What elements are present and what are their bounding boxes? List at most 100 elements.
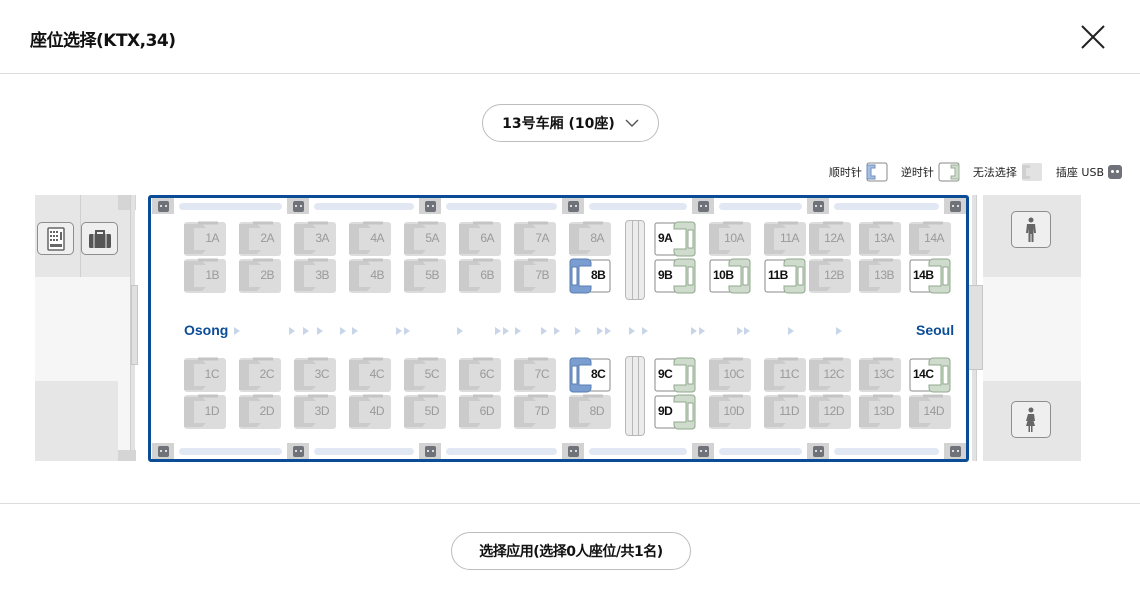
unavailable-seat-icon [294,357,336,392]
seat-label: 5A [425,231,439,245]
seat-label: 11A [780,231,799,245]
usb-outlet [419,198,441,214]
seat-8B[interactable]: 8B [569,258,611,294]
seat-12C: 12C [809,357,851,393]
seat-9C[interactable]: 9C [654,357,696,393]
seat-6D: 6D [459,394,501,430]
window-bar [834,448,939,455]
window-bar [446,203,557,210]
unavailable-seat-icon [809,394,851,429]
luggage-icon [88,229,111,248]
forward-seat-icon [866,162,888,182]
seat-14C[interactable]: 14C [909,357,951,393]
backward-seat-icon [909,258,951,294]
legend-unavailable: 无法选择 [973,162,1043,182]
direction-arrow-icon [234,327,240,335]
seat-label: 7D [534,404,550,418]
direction-arrow-icon [503,327,509,335]
usb-outlet [419,443,441,459]
unavailable-seat-icon [859,357,901,392]
seat-12A: 12A [809,221,851,257]
seat-13B: 13B [859,258,901,294]
seat-14B[interactable]: 14B [909,258,951,294]
window-bar [314,448,414,455]
unavailable-seat-icon [239,394,281,429]
seat-label: 14B [913,268,934,282]
seat-5A: 5A [404,221,446,257]
unavailable-seat-icon [764,394,806,429]
luggage-button[interactable] [81,222,118,255]
direction-arrow-icon [289,327,295,335]
legend-forward: 顺时针 [829,162,888,182]
legend-usb: 插座 USB [1056,164,1122,180]
seat-label: 11C [779,367,799,381]
usb-outlet-icon [424,200,436,212]
usb-outlet-icon [1108,165,1122,179]
origin-station: Osong [184,322,229,338]
direction-arrow-icon [691,327,697,335]
seat-label: 13D [873,404,894,418]
direction-arrow-icon [788,327,794,335]
seat-label: 4D [369,404,385,418]
seat-9A[interactable]: 9A [654,221,696,257]
unavailable-seat-icon [184,394,226,429]
car-selector-dropdown[interactable]: 13号车厢 (10座) [482,104,659,142]
seat-label: 5D [424,404,440,418]
unavailable-seat-icon [239,357,281,392]
usb-outlet-icon [567,200,579,212]
seat-7A: 7A [514,221,556,257]
seat-label: 7A [535,231,549,245]
unavailable-seat-icon [1021,163,1042,181]
seat-10B[interactable]: 10B [709,258,751,294]
window-bar [589,203,687,210]
close-icon [1081,25,1105,49]
direction-arrow-icon [340,327,346,335]
seat-8C[interactable]: 8C [569,357,611,393]
unavailable-seat-icon [459,221,501,256]
usb-outlet-icon [949,200,961,212]
usb-outlet [562,198,584,214]
apply-selection-button[interactable]: 选择应用(选择0人座位/共1名) [451,532,691,570]
usb-outlet [692,443,714,459]
unavailable-seat-icon [709,357,751,392]
vending-machine-button[interactable] [37,222,74,255]
legend-label: 逆时针 [900,166,934,179]
seat-label: 1B [205,268,219,282]
usb-outlet [944,443,966,459]
backward-seat-icon [654,258,696,294]
unavailable-seat-icon [909,221,951,256]
seat-1A: 1A [184,221,226,257]
unavailable-seat-icon [404,258,446,293]
seat-9D[interactable]: 9D [654,394,696,430]
seat-label: 12B [824,268,844,282]
seat-11B[interactable]: 11B [764,258,806,294]
seat-9B[interactable]: 9B [654,258,696,294]
unavailable-seat-icon [514,258,556,293]
usb-outlet-icon [812,445,824,457]
unavailable-seat-icon [294,258,336,293]
unavailable-seat-icon [859,394,901,429]
seat-13C: 13C [859,357,901,393]
seat-label: 4B [370,268,384,282]
direction-arrow-icon [629,327,635,335]
car-selector-label: 13号车厢 (10座) [502,116,615,132]
direction-arrow-icon [303,327,309,335]
male-restroom-button[interactable] [1011,211,1051,248]
seat-label: 2C [259,367,275,381]
seat-label: 10C [723,367,744,381]
close-button[interactable] [1080,24,1106,50]
unavailable-seat-icon [349,221,391,256]
seat-5B: 5B [404,258,446,294]
seat-label: 3A [315,231,329,245]
female-restroom-button[interactable] [1011,401,1051,438]
unavailable-seat-icon [349,394,391,429]
usb-outlet-icon [949,445,961,457]
unavailable-seat-icon [294,221,336,256]
seat-1C: 1C [184,357,226,393]
seat-3D: 3D [294,394,336,430]
seat-label: 1C [204,367,220,381]
seat-label: 10D [723,404,744,418]
direction-arrow-icon [744,327,750,335]
unavailable-seat-icon [809,258,851,293]
direction-arrow-icon [495,327,501,335]
